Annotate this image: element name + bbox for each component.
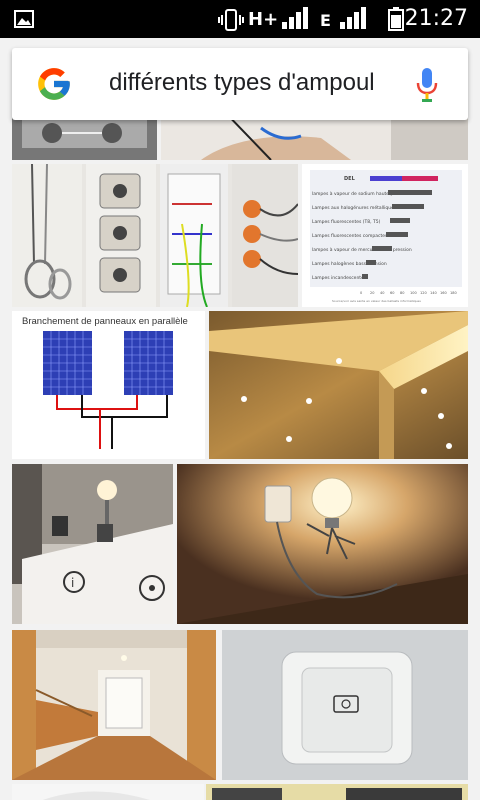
chart-tick-label: 0 bbox=[360, 291, 362, 295]
search-bar[interactable]: différents types d'ampoul bbox=[12, 48, 468, 120]
google-logo-icon[interactable] bbox=[35, 65, 73, 103]
chart-bar bbox=[402, 176, 438, 181]
chart-tick-label: 20 bbox=[370, 291, 374, 295]
microphone-icon[interactable] bbox=[416, 68, 438, 102]
chart-tick-label: 160 bbox=[440, 291, 447, 295]
chart-bar bbox=[392, 204, 424, 209]
result-image-ceiling-led-spots[interactable] bbox=[209, 311, 468, 459]
chart-row-label: DEL bbox=[344, 176, 356, 182]
chart-row-label: Lampes fluorescentes compactes bbox=[312, 233, 388, 239]
vibrate-icon bbox=[218, 9, 244, 31]
result-image-wall-light-switch[interactable] bbox=[222, 630, 468, 780]
status-bar: H+ E 21:27 bbox=[0, 0, 480, 38]
chart-tick-label: 180 bbox=[450, 291, 457, 295]
result-image-electrical-wiring[interactable] bbox=[12, 164, 298, 307]
chart-row-label: lampes à vapeur de sodium haute pression bbox=[312, 190, 410, 197]
gallery-icon bbox=[14, 10, 34, 28]
chart-row-label: Lampes fluorescentes (T8, T5) bbox=[312, 219, 381, 225]
result-image-solar-panels-parallel[interactable]: Branchement de panneaux en parallèle bbox=[12, 311, 205, 459]
network-type-label-2: E bbox=[320, 11, 331, 30]
signal-strength-icon-2 bbox=[340, 7, 366, 29]
chart-bar bbox=[388, 190, 432, 195]
result-image-partial-left[interactable] bbox=[12, 784, 204, 800]
result-image-reception-desk[interactable]: i bbox=[12, 464, 173, 624]
chart-tick-label: 120 bbox=[420, 291, 427, 295]
image-results-page: différents types d'ampoul bbox=[0, 38, 480, 800]
chart-row-label: Lampes incandescentes bbox=[312, 275, 367, 281]
chart-row-label: Lampes halogènes basse tension bbox=[312, 260, 387, 267]
chart-bar bbox=[386, 232, 408, 237]
chart-bar bbox=[362, 274, 368, 279]
svg-text:i: i bbox=[71, 576, 74, 590]
chart-tick-label: 40 bbox=[380, 291, 384, 295]
chart-bar bbox=[390, 218, 410, 223]
chart-tick-label: 100 bbox=[410, 291, 417, 295]
chart-tick-label: 60 bbox=[390, 291, 394, 295]
result-image-hallway-interior[interactable] bbox=[12, 630, 216, 780]
chart-bar bbox=[366, 260, 376, 265]
signal-strength-icon bbox=[282, 7, 308, 29]
result-image-partial-right[interactable] bbox=[206, 784, 468, 800]
result-image-lightbulb-robot[interactable] bbox=[177, 464, 468, 624]
chart-tick-label: 140 bbox=[430, 291, 437, 295]
chart-tick-label: 80 bbox=[400, 291, 404, 295]
chart-bar bbox=[372, 246, 392, 251]
network-type-label: H+ bbox=[248, 9, 279, 30]
search-query-text[interactable]: différents types d'ampoul bbox=[109, 69, 375, 96]
chart-footnote: Source/voir avis sante en valeur des bal… bbox=[332, 299, 421, 303]
chart-row-label: lampes à vapeur de mercure haute pressio… bbox=[312, 246, 412, 253]
battery-icon bbox=[388, 7, 404, 31]
clock: 21:27 bbox=[404, 6, 468, 31]
chart-row-label: Lampes aux halogénures métalliques bbox=[312, 204, 397, 211]
diagram-caption: Branchement de panneaux en parallèle bbox=[22, 316, 188, 327]
efficiency-chart: DEL lampes à vapeur de sodium haute pres… bbox=[302, 164, 468, 307]
result-image-bulb-efficiency-chart[interactable]: DEL lampes à vapeur de sodium haute pres… bbox=[302, 164, 468, 307]
